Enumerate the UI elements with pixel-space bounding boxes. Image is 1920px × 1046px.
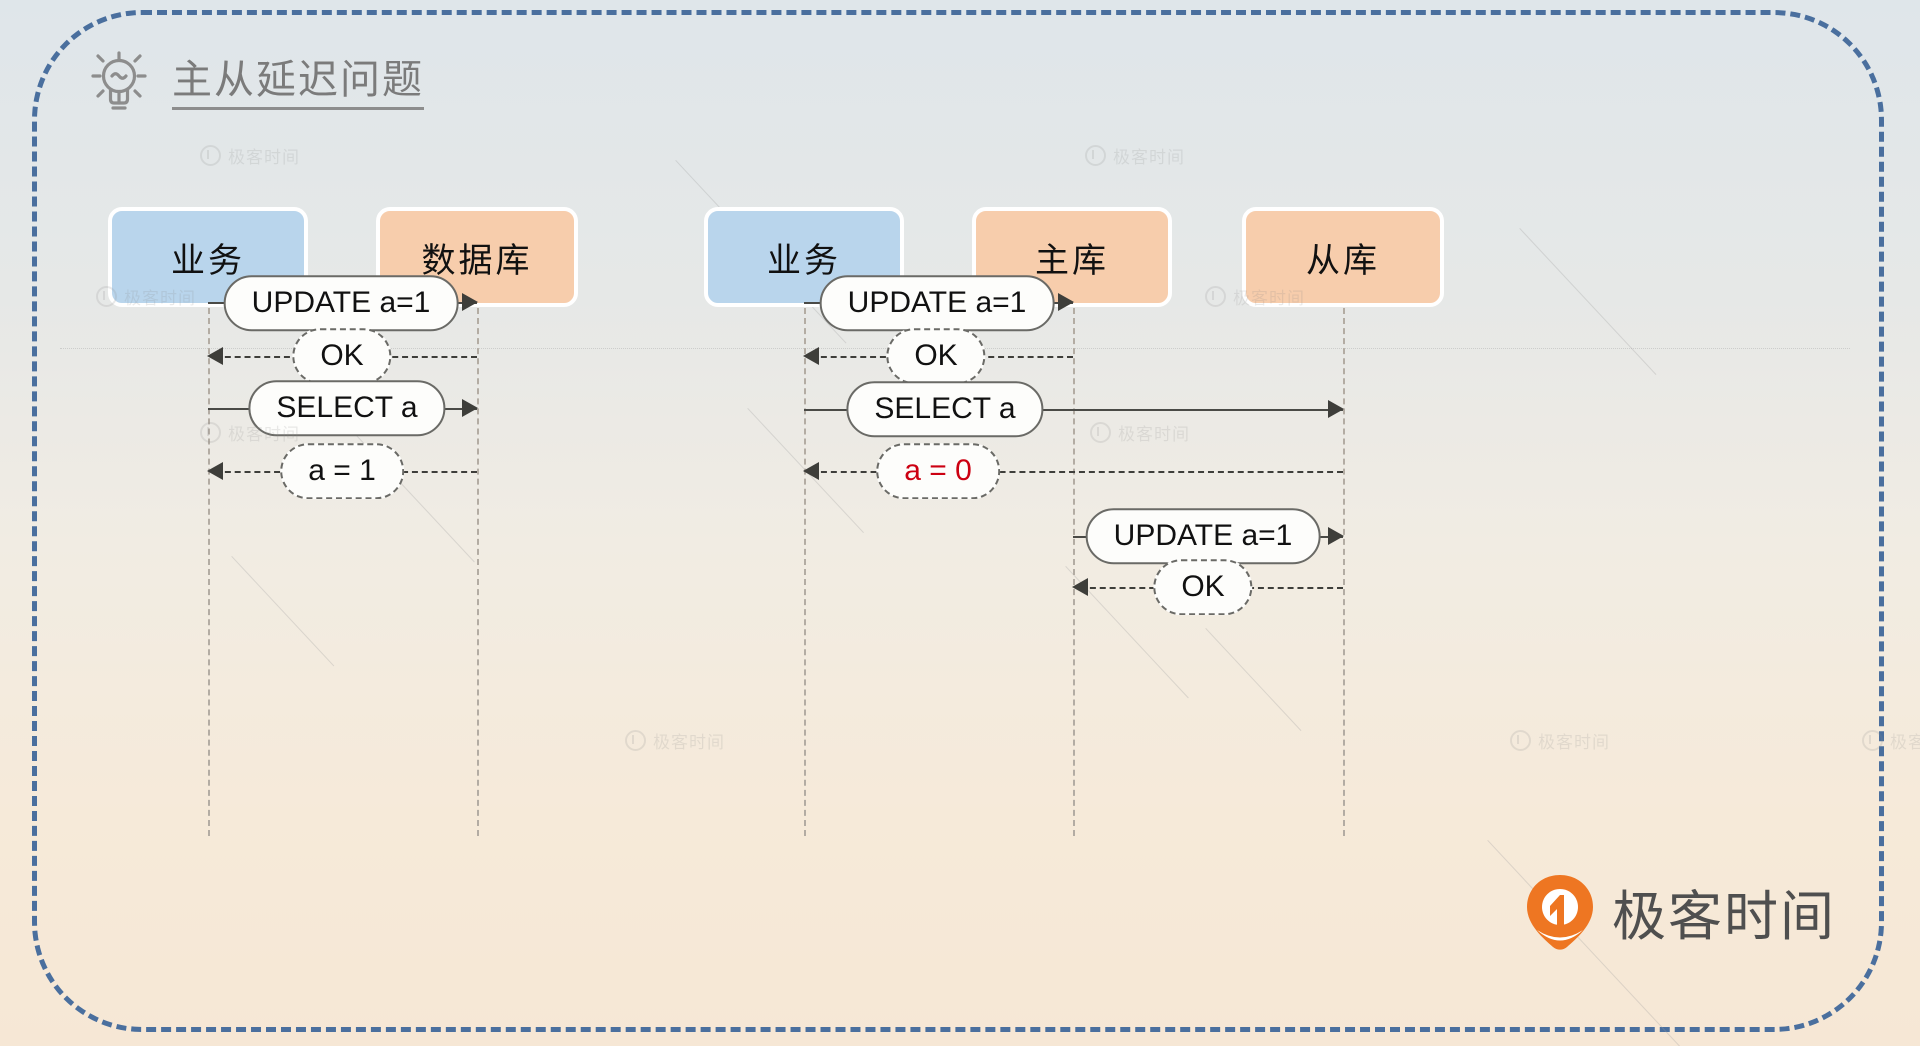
watermark-logo-icon (1510, 730, 1531, 751)
message-label-l-select: SELECT a (248, 380, 446, 436)
arrowhead-icon (1328, 400, 1344, 418)
watermark-logo-icon (200, 422, 221, 443)
brand-logo: 极客时间 (1524, 872, 1836, 951)
lifeline-right-master (1073, 308, 1075, 836)
message-label-l-ok: OK (292, 328, 392, 384)
watermark: 极客时间 (1090, 420, 1190, 445)
arrowhead-icon (462, 293, 478, 311)
message-label-r-ok: OK (886, 328, 986, 384)
guide-line (1205, 628, 1302, 732)
arrowhead-icon (1328, 527, 1344, 545)
lifeline-right-slave (1343, 308, 1345, 836)
watermark-text: 极客时间 (1118, 425, 1190, 444)
watermark-text: 极客时间 (1890, 733, 1920, 752)
actor-label: 业务 (767, 241, 841, 280)
lightbulb-icon (88, 48, 150, 118)
message-arrow-r-result (811, 471, 1343, 473)
watermark: 极客时间 (1862, 728, 1920, 753)
message-label-l-update: UPDATE a=1 (223, 275, 459, 331)
guide-line (231, 556, 335, 667)
message-label-r-select: SELECT a (846, 381, 1044, 437)
lifeline-right-app (804, 308, 806, 836)
watermark-text: 极客时间 (1113, 148, 1185, 167)
actor-label: 主库 (1035, 241, 1109, 280)
guide-line (1519, 228, 1657, 375)
watermark: 极客时间 (625, 728, 725, 753)
arrowhead-icon (1072, 578, 1088, 596)
actor-label: 数据库 (421, 241, 533, 280)
actor-label: 业务 (171, 241, 245, 280)
message-label-r-update: UPDATE a=1 (819, 275, 1055, 331)
message-label-repl-update: UPDATE a=1 (1085, 508, 1321, 564)
arrowhead-icon (803, 462, 819, 480)
brand-name: 极客时间 (1612, 887, 1836, 947)
watermark-text: 极客时间 (1538, 733, 1610, 752)
message-label-repl-ok: OK (1153, 559, 1253, 615)
watermark-logo-icon (625, 730, 646, 751)
arrowhead-icon (1058, 293, 1074, 311)
watermark-text: 极客时间 (653, 733, 725, 752)
lifeline-left-db (477, 308, 479, 836)
watermark-logo-icon (1090, 422, 1111, 443)
watermark: 极客时间 (1510, 728, 1610, 753)
actor-box-right-slave[interactable]: 从库 (1242, 207, 1444, 307)
lifeline-left-app (208, 308, 210, 836)
geektime-pin-icon (1524, 873, 1596, 951)
watermark-logo-icon (200, 145, 221, 166)
page-title: 主从延迟问题 (172, 57, 424, 110)
message-label-r-result: a = 0 (876, 443, 1000, 499)
arrowhead-icon (207, 462, 223, 480)
slide-header: 主从延迟问题 (88, 48, 424, 118)
message-arrow-r-select (804, 409, 1343, 411)
watermark-logo-icon (1862, 730, 1883, 751)
message-label-l-result: a = 1 (280, 443, 404, 499)
arrowhead-icon (207, 347, 223, 365)
watermark-logo-icon (1085, 145, 1106, 166)
watermark-text: 极客时间 (228, 148, 300, 167)
watermark: 极客时间 (200, 143, 300, 168)
actor-label: 从库 (1306, 241, 1380, 280)
watermark: 极客时间 (1085, 143, 1185, 168)
arrowhead-icon (462, 399, 478, 417)
watermark-logo-icon (1205, 286, 1226, 307)
arrowhead-icon (803, 347, 819, 365)
